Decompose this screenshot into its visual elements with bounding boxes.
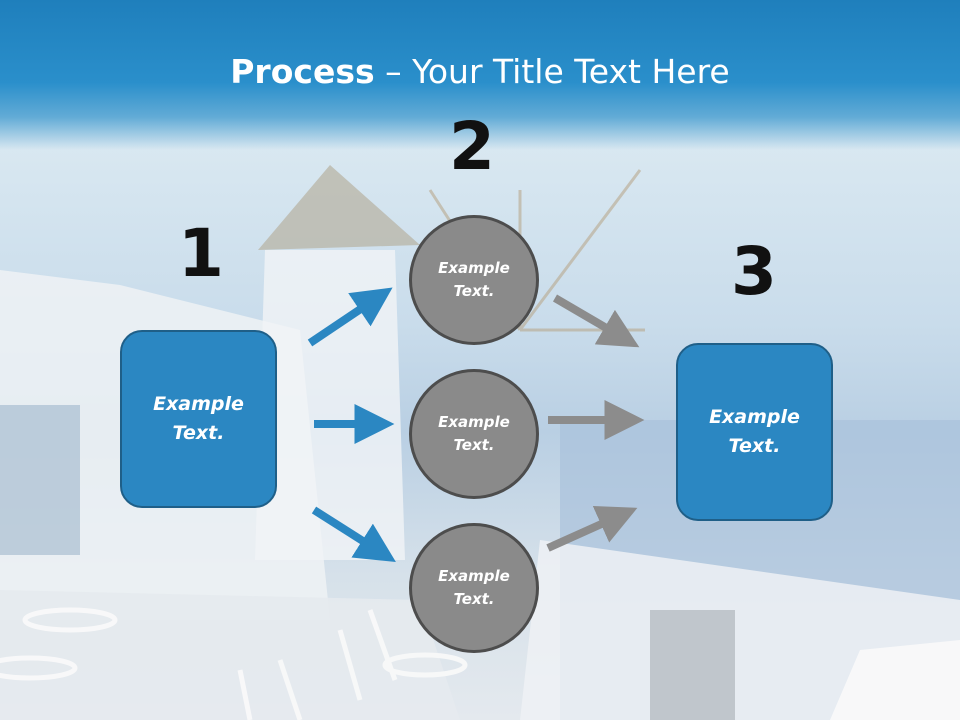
circle-bottom-line2: Text. (453, 590, 495, 608)
arrow-blue-up (307, 287, 393, 347)
slide-title: Process – Your Title Text Here (0, 52, 960, 91)
left-box-line2: Text. (172, 422, 225, 444)
circle-top-line1: Example (438, 259, 510, 277)
right-box-line2: Text. (728, 435, 781, 457)
circle-center-line2: Text. (453, 436, 495, 454)
right-box-line1: Example (709, 406, 800, 428)
circle-top-line2: Text. (453, 282, 495, 300)
arrow-gray-up (546, 505, 638, 552)
title-rest: – Your Title Text Here (374, 52, 730, 91)
left-box-line1: Example (153, 393, 244, 415)
arrow-blue-down (311, 506, 396, 563)
arrow-gray-down (552, 294, 640, 348)
step-number-3: 3 (731, 233, 777, 310)
step-number-1: 1 (178, 215, 224, 292)
title-bar (0, 0, 960, 150)
circle-bottom-line1: Example (438, 567, 510, 585)
circle-center-line1: Example (438, 413, 510, 431)
title-bold: Process (230, 52, 375, 91)
step-number-2: 2 (449, 108, 495, 185)
